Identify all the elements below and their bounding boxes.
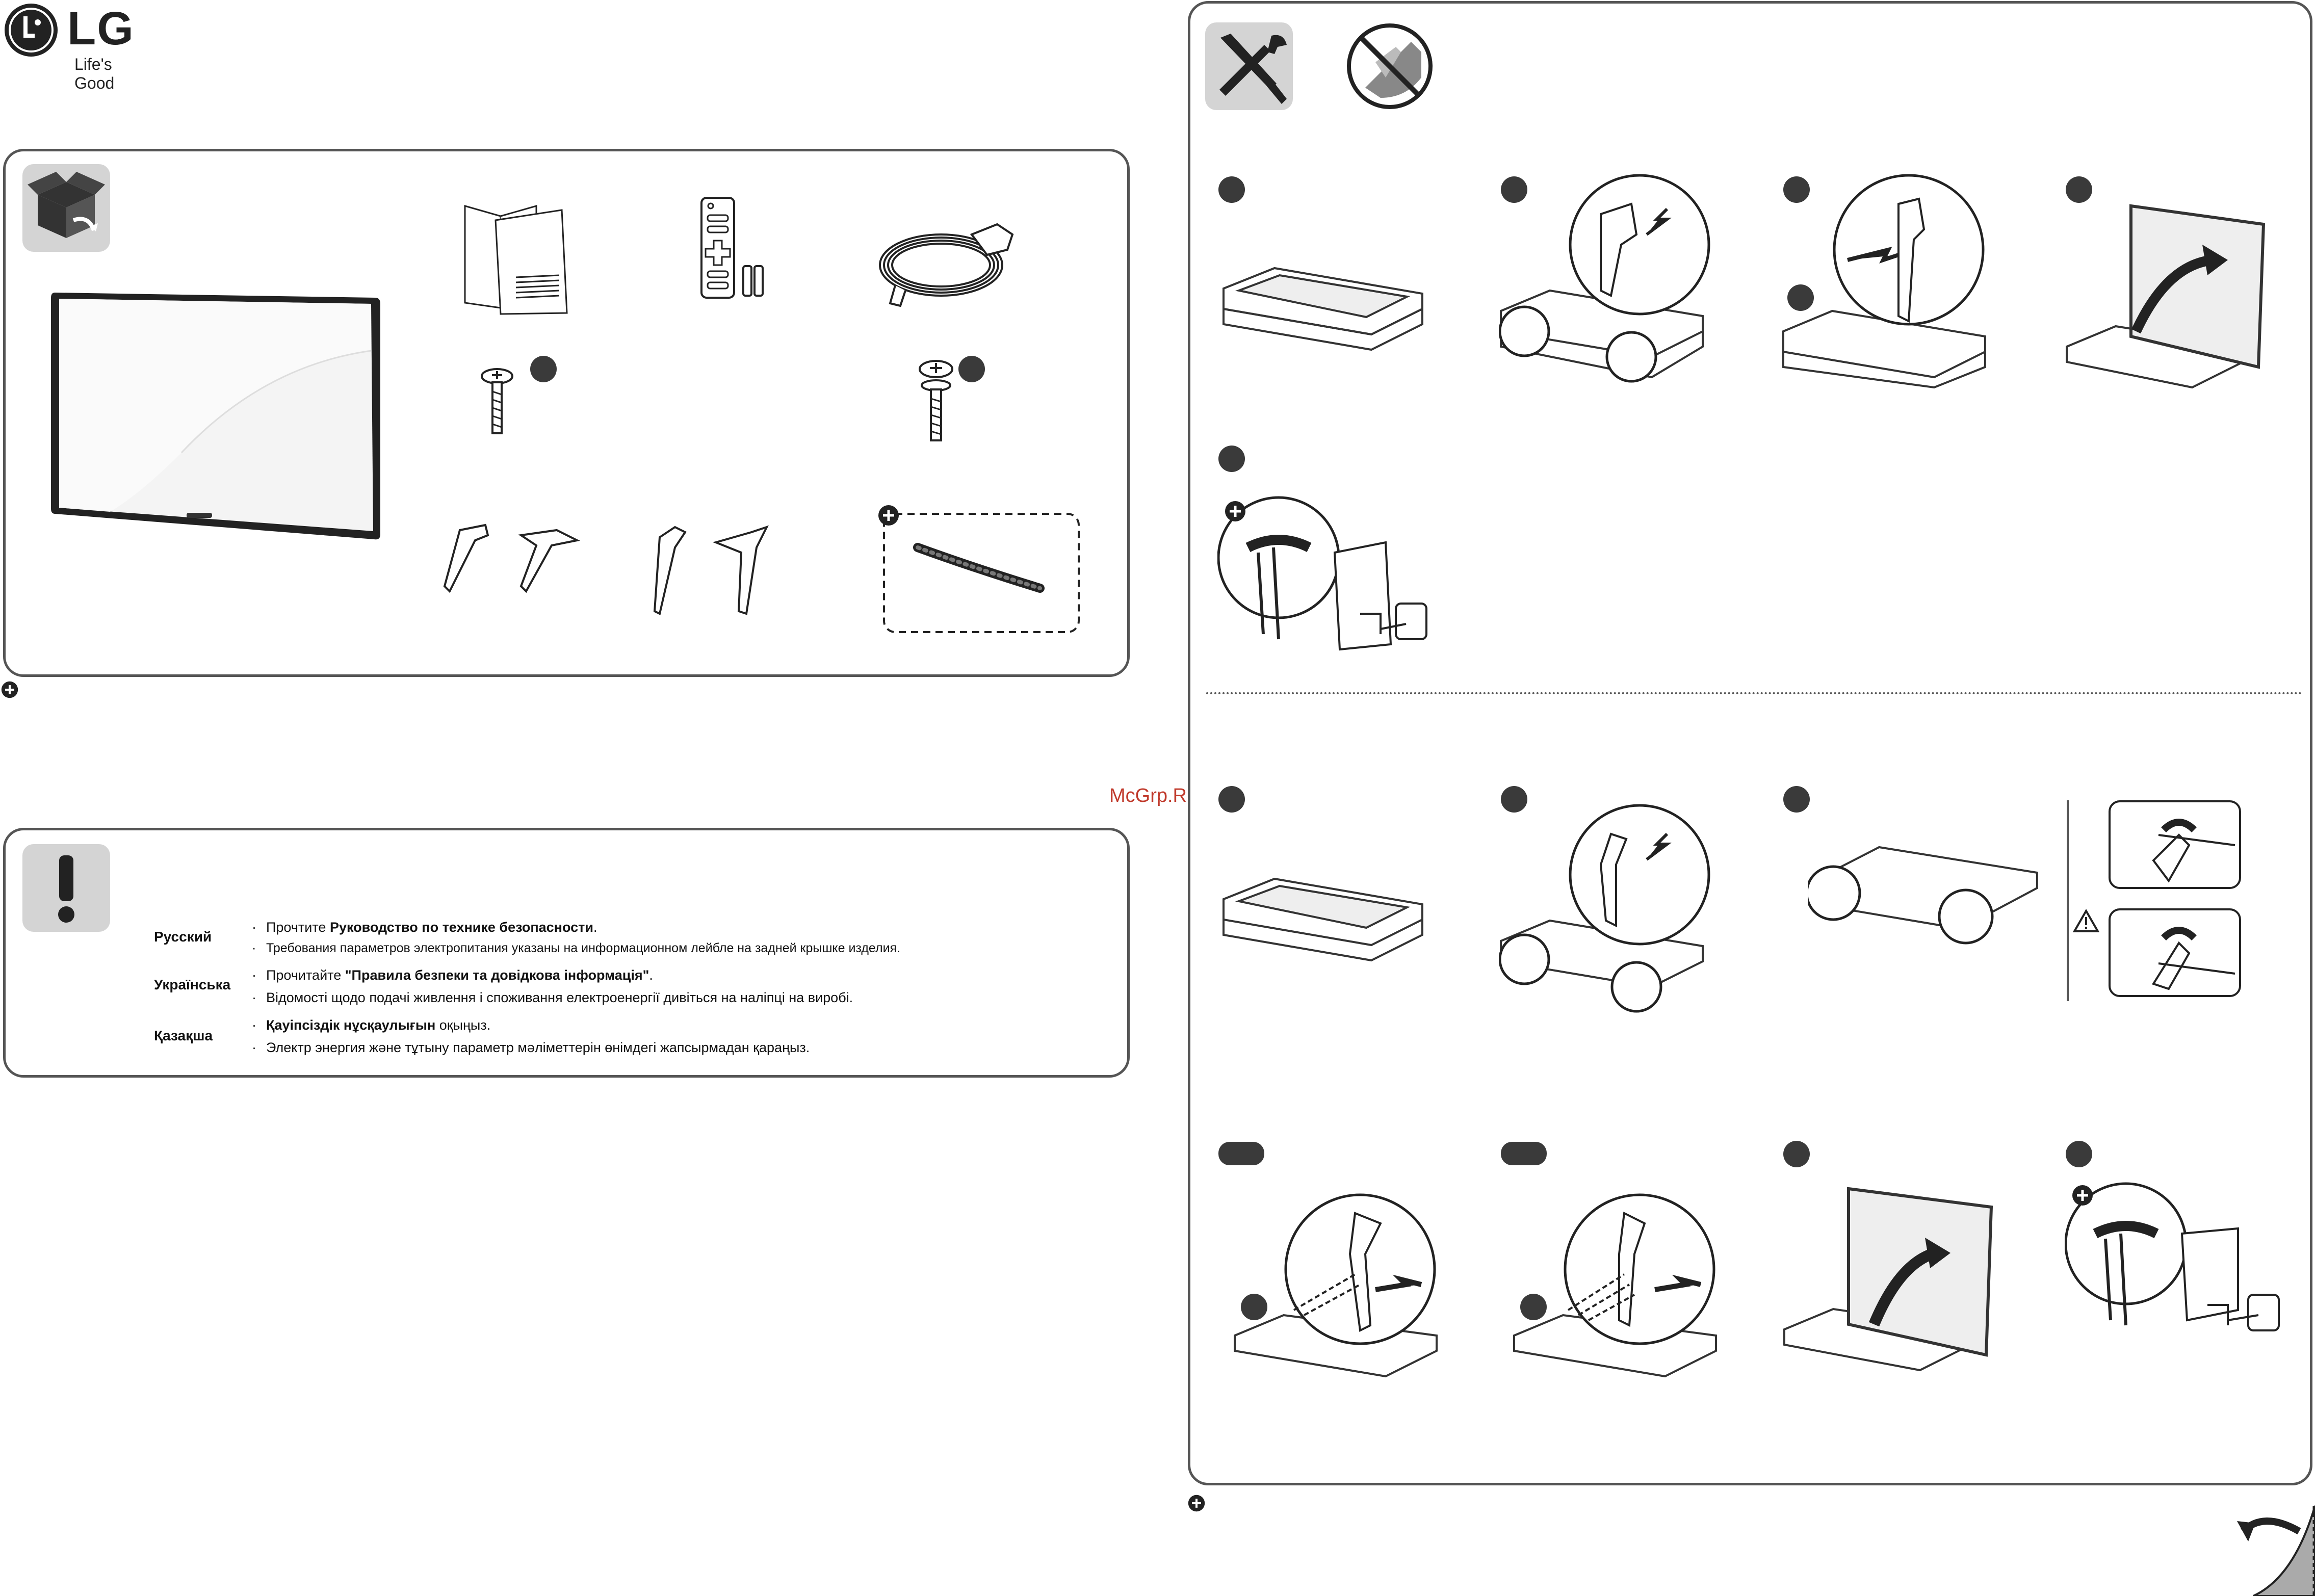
attach-stand-step — [1499, 174, 1710, 383]
tv-face-down-in-box — [1222, 267, 1423, 351]
screw-washer-icon — [919, 360, 953, 441]
plus-circle-icon — [1225, 501, 1245, 521]
lg-tagline: Life's Good — [74, 55, 115, 92]
lg-logo: LG Life's Good — [3, 2, 156, 92]
vertical-divider — [2067, 800, 2069, 1001]
language-label: Қазақша — [154, 1028, 213, 1043]
lg-logo-text: LG — [67, 3, 135, 55]
power-cord-icon — [879, 223, 1014, 307]
exclamation-icon — [22, 844, 110, 932]
page-turn-icon — [2237, 1505, 2315, 1596]
stand-mounted-step — [1808, 846, 2038, 945]
step-badge — [1218, 786, 1245, 813]
tv-face-down-in-box — [1222, 877, 1423, 962]
no-hard-surface-icon — [1347, 23, 1433, 109]
step-badge — [1218, 1142, 1264, 1165]
language-label: Українська — [154, 977, 231, 992]
tv-illustration — [51, 293, 380, 540]
safety-line: ·Электр энергия және тұтыну параметр мәл… — [252, 1040, 810, 1055]
unlock-detail-image — [2109, 908, 2241, 997]
watermark: McGrp.Ru — [1109, 785, 1198, 806]
warning-triangle-icon — [2073, 909, 2099, 932]
step-badge — [530, 356, 557, 382]
step-badge — [1218, 446, 1245, 472]
safety-line: ·Відомості щодо подачі живлення і спожив… — [252, 990, 853, 1005]
box-unpack-icon — [22, 164, 110, 252]
screw-stand-step — [1513, 1193, 1717, 1378]
lock-detail-image — [2109, 800, 2241, 889]
screw-stand-step — [1234, 1193, 1438, 1378]
step-badge — [2066, 1141, 2092, 1167]
plus-circle-icon — [2072, 1185, 2093, 1206]
stand-legs-b-icon — [653, 525, 769, 615]
screw-icon — [481, 368, 513, 434]
plus-circle-icon — [878, 505, 899, 526]
section-divider — [1206, 692, 2302, 694]
step-badge — [1501, 176, 1527, 203]
lift-tv-step — [2066, 204, 2266, 389]
cable-management-step — [2065, 1182, 2280, 1331]
cable-management-step — [1217, 496, 1427, 651]
step-badge — [1783, 786, 1810, 813]
lift-tv-step — [1783, 1187, 1993, 1372]
cable-holder-optional-box — [883, 513, 1080, 633]
attach-stand-step — [1499, 804, 1710, 1013]
safety-panel — [3, 828, 1130, 1078]
manuals-icon — [464, 205, 568, 315]
step-badge — [1783, 1141, 1810, 1167]
stand-legs-a-icon — [443, 524, 581, 593]
language-label: Русский — [154, 929, 212, 945]
insert-screws-step — [1782, 174, 1986, 389]
remote-control-icon — [700, 197, 764, 299]
step-badge — [2066, 176, 2092, 203]
step-badge — [958, 356, 985, 382]
safety-line: ·Прочтите Руководство по технике безопас… — [252, 920, 597, 935]
plus-circle-icon — [1188, 1495, 1205, 1512]
safety-line: ·Қауіпсіздік нұсқаулығын оқыңыз. — [252, 1017, 491, 1033]
step-badge — [1501, 1142, 1547, 1165]
lg-logo-mark — [5, 4, 58, 57]
tools-icon — [1205, 22, 1293, 110]
step-badge — [1783, 176, 1810, 203]
step-badge — [1218, 176, 1245, 203]
safety-line: ·Требования параметров электропитания ук… — [252, 941, 901, 955]
safety-line: ·Прочитайте "Правила безпеки та довідков… — [252, 967, 653, 983]
step-badge — [1501, 786, 1527, 813]
plus-circle-icon — [1, 681, 18, 698]
